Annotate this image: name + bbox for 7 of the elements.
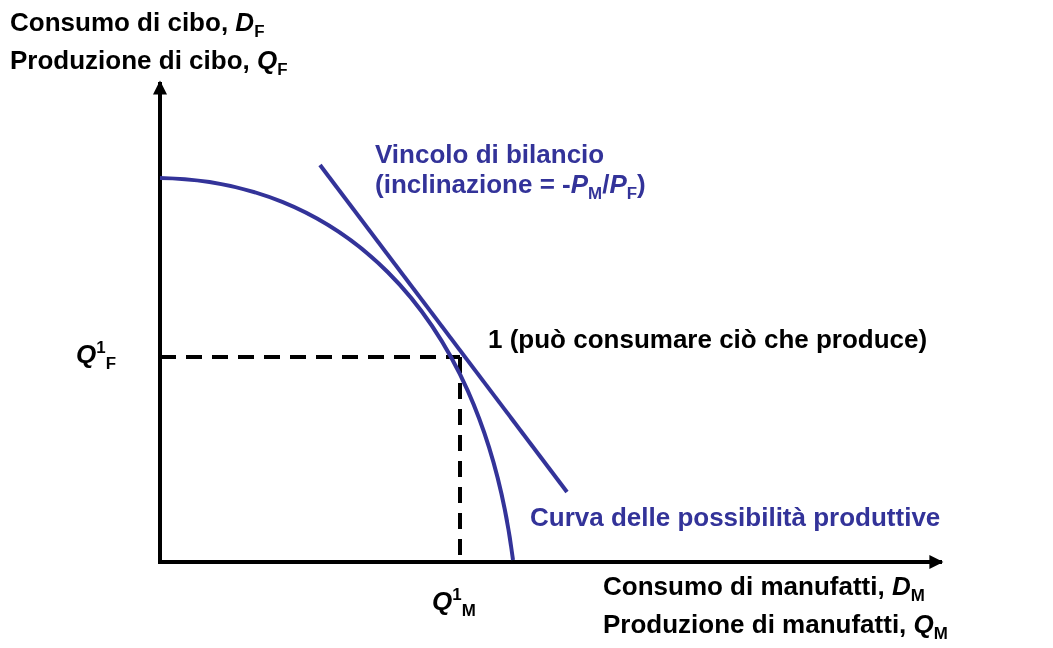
curve-label: Curva delle possibilità produttive: [530, 503, 941, 533]
point-label: 1 (può consumare ciò che produce): [488, 325, 928, 355]
axis-title: Consumo di manufatti, D$_{M}$: [603, 572, 925, 606]
axis-title: Consumo di cibo, D$_{F}$: [10, 8, 265, 42]
axis-title: Produzione di cibo, Q$_{F}$: [10, 46, 288, 80]
line-label: Vincolo di bilancio (inclinazione = -P$_{M}$/P$_{F}$): [375, 140, 647, 204]
axis-title: Produzione di manufatti, Q$_{M}$: [603, 610, 948, 644]
